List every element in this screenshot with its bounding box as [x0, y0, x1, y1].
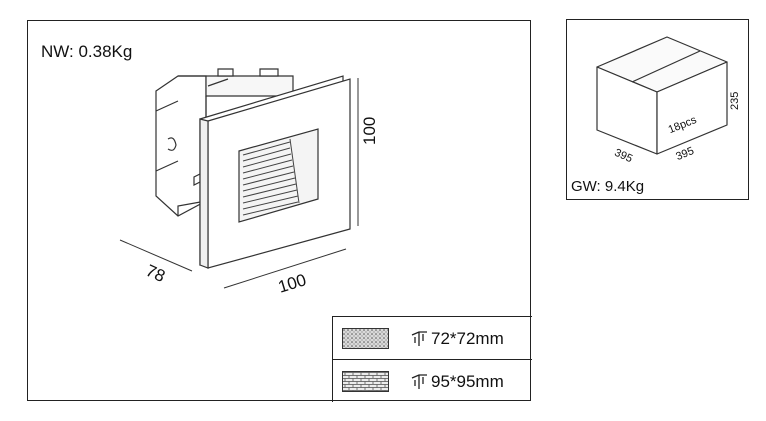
brick-texture-swatch: [342, 371, 389, 392]
cutout-size-table: 72*72mm 95*95mm: [332, 316, 532, 402]
louvre-slats: [242, 138, 300, 216]
stone-texture-swatch: [342, 328, 389, 349]
stone-pattern-fill: [343, 329, 388, 348]
carton-box-drawing: [596, 36, 728, 155]
gross-weight-label: GW: 9.4Kg: [571, 178, 645, 195]
cutout-row-brick: 95*95mm: [333, 360, 532, 402]
product-drawing-panel: NW: 0.38Kg: [27, 20, 532, 402]
face-plate: [199, 75, 351, 269]
cutout-size-large: 95*95mm: [431, 372, 504, 391]
carton-height-label: 235: [729, 91, 741, 110]
net-weight-label: NW: 0.38Kg: [41, 42, 133, 61]
brick-pattern-fill: [343, 372, 388, 391]
carton-drawing-panel: 18pcs 235 395 395 GW: 9.4Kg: [566, 19, 749, 200]
mounting-box: [155, 68, 294, 217]
wall-cutout-icon: [411, 331, 427, 346]
cutout-row-stone: 72*72mm: [333, 317, 532, 360]
cutout-size-small: 72*72mm: [431, 329, 504, 348]
wall-cutout-icon: [411, 374, 427, 389]
product-line-drawing: [119, 68, 359, 289]
dimension-lines: [119, 78, 359, 289]
height-dimension-label: 100: [360, 116, 379, 145]
